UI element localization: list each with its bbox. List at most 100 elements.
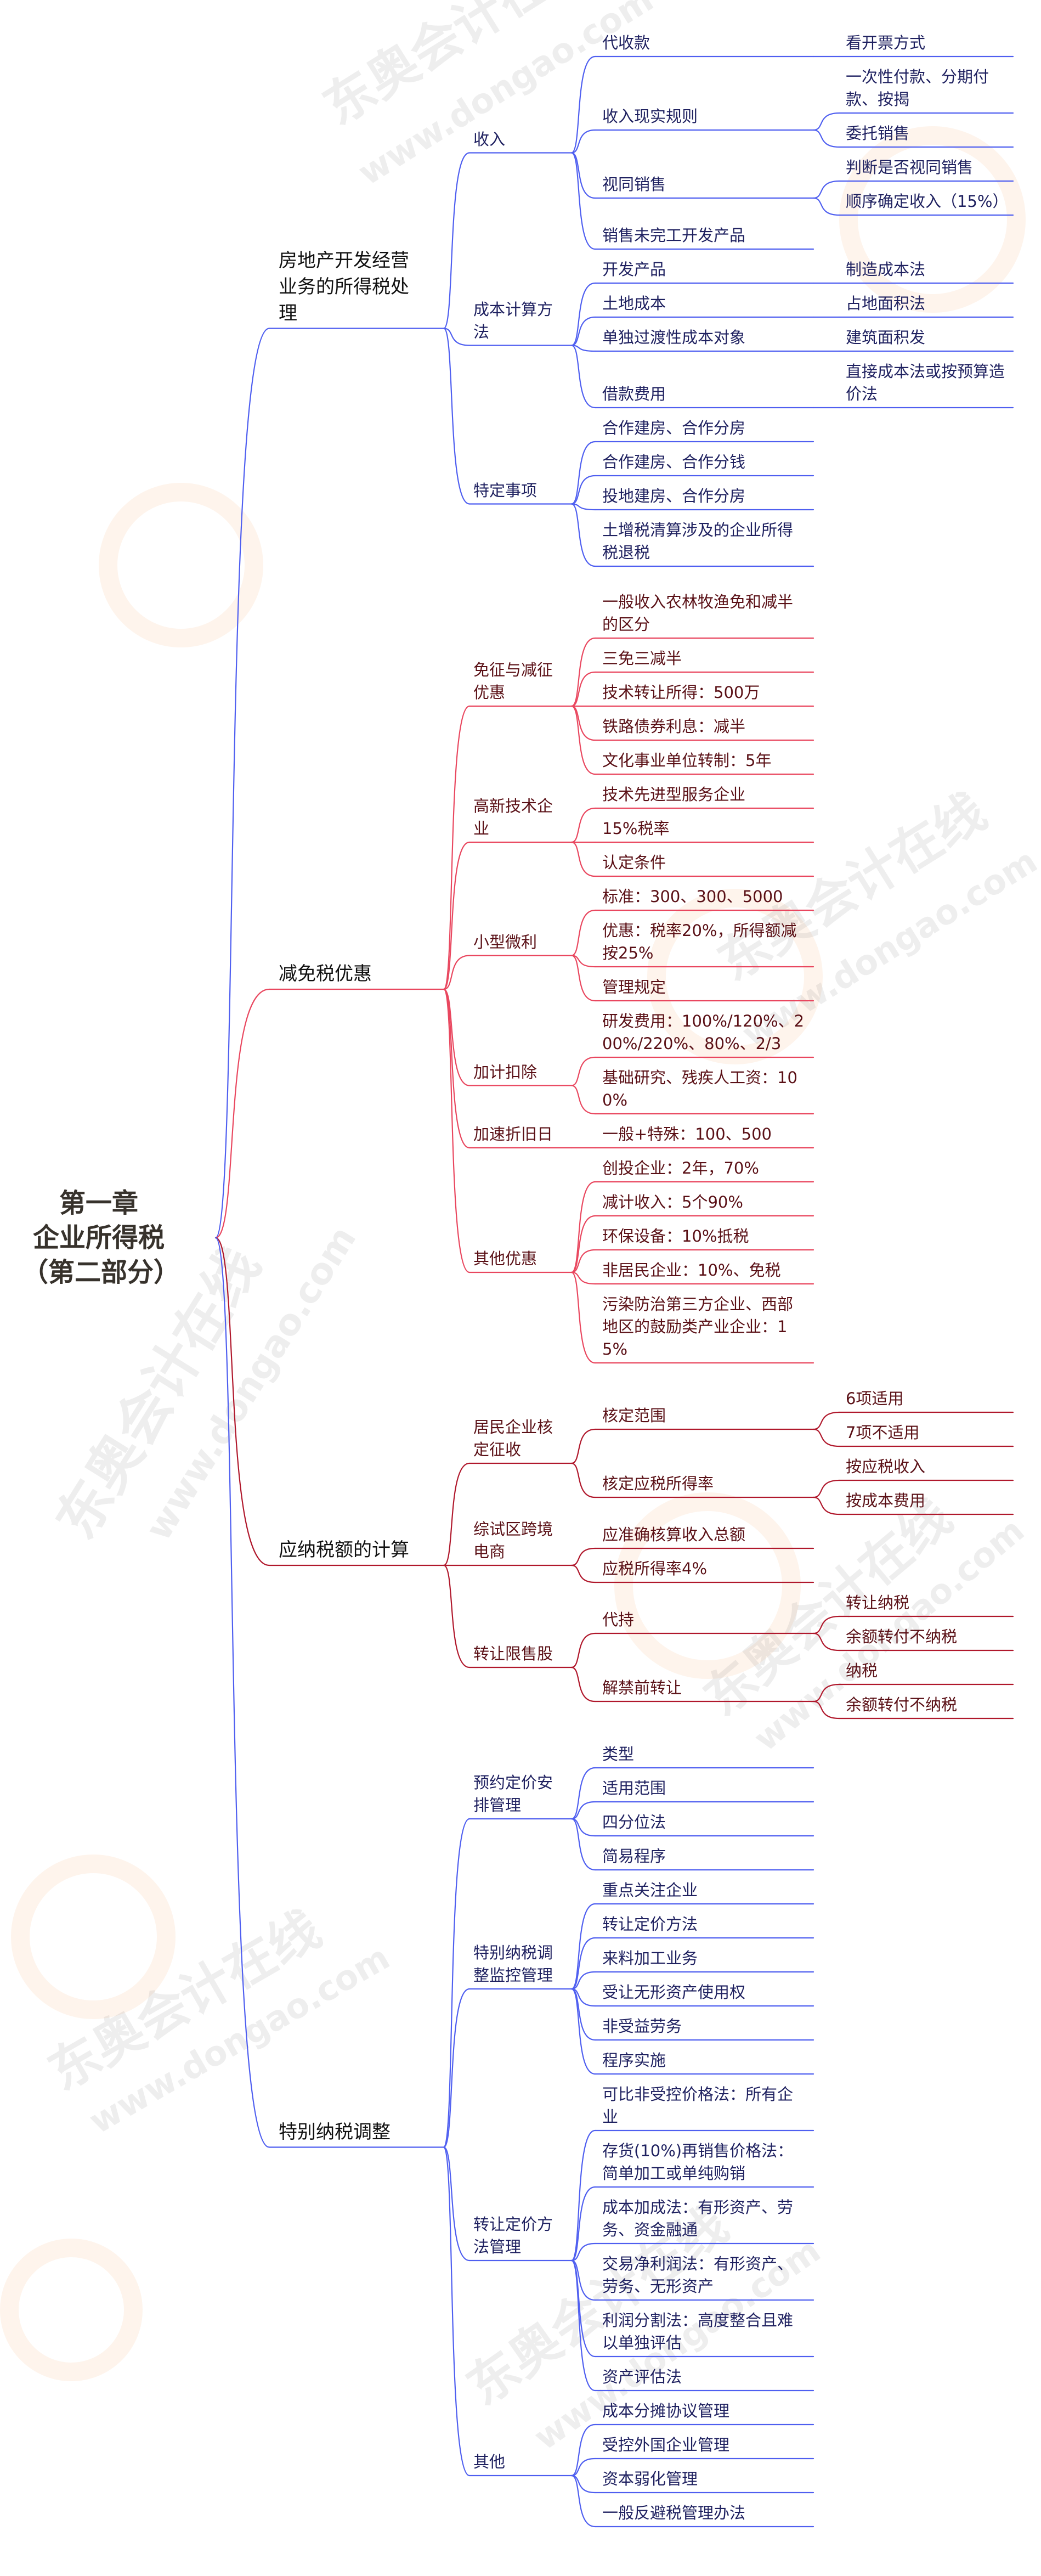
root-connector bbox=[214, 1237, 270, 1566]
leaf-topic: 余额转付不纳税 bbox=[846, 1627, 958, 1646]
detail-topic: 简易程序 bbox=[602, 1847, 666, 1865]
detail-topic: 受让无形资产使用权 bbox=[602, 1983, 746, 2002]
branch-connector bbox=[570, 1937, 596, 1990]
branch-connector bbox=[570, 503, 596, 567]
leaf-topic: 顺序确定收入（15%） bbox=[846, 192, 1009, 211]
branch-connector bbox=[570, 1181, 596, 1273]
branch-connector bbox=[570, 1056, 596, 1086]
branch-connector bbox=[570, 2474, 596, 2494]
branch-connector bbox=[570, 1818, 596, 1837]
branch-connector bbox=[570, 152, 596, 199]
detail-topic: 技术转让所得：500万 bbox=[602, 683, 760, 702]
detail-topic: 15%税率 bbox=[602, 819, 670, 838]
detail-topic: 土地成本 bbox=[602, 294, 666, 313]
branch-connector bbox=[812, 1700, 840, 1720]
branch-connector bbox=[570, 129, 596, 154]
leaf-topic: 余额转付不纳税 bbox=[846, 1695, 958, 1714]
main-topic: 房地产开发经营业务的所得税处理 bbox=[279, 249, 409, 324]
detail-topic: 创投企业：2年，70% bbox=[602, 1159, 759, 1177]
detail-topic: 投地建房、合作分房 bbox=[602, 487, 746, 505]
detail-topic: 研发费用：100%/120%、200%/220%、80%、2/3 bbox=[602, 1012, 805, 1053]
detail-topic: 一般+特殊：100、500 bbox=[602, 1125, 772, 1143]
branch-connector bbox=[812, 1615, 840, 1634]
leaf-topic: 按应税收入 bbox=[846, 1457, 926, 1476]
detail-topic: 环保设备：10%抵税 bbox=[602, 1227, 749, 1245]
branch-connector bbox=[570, 1428, 596, 1464]
detail-topic: 类型 bbox=[602, 1745, 635, 1763]
subtopic: 转让限售股 bbox=[473, 1644, 553, 1663]
root-connector bbox=[214, 1237, 270, 2148]
detail-topic: 非受益劳务 bbox=[602, 2017, 682, 2036]
detail-topic: 认定条件 bbox=[602, 853, 666, 872]
detail-topic: 成本分摊协议管理 bbox=[602, 2402, 730, 2420]
branch-connector bbox=[570, 1564, 596, 1583]
branch-connector bbox=[570, 1249, 596, 1273]
root-title-line: 第一章 bbox=[59, 1187, 138, 1219]
detail-topic: 视同销售 bbox=[602, 175, 666, 194]
detail-topic: 转让定价方法 bbox=[602, 1915, 698, 1934]
root-topic: 第一章 企业所得税 （第二部分） bbox=[22, 1186, 180, 1290]
leaf-topic: 一次性付款、分期付款、按揭 bbox=[846, 67, 989, 109]
detail-topic: 管理规定 bbox=[602, 978, 666, 996]
leaf-topic: 转让纳税 bbox=[846, 1593, 910, 1612]
leaf-topic: 6项适用 bbox=[846, 1389, 904, 1408]
detail-topic: 合作建房、合作分房 bbox=[602, 419, 746, 437]
detail-topic: 开发产品 bbox=[602, 260, 666, 279]
branch-connector bbox=[443, 955, 471, 990]
branch-connector bbox=[570, 1462, 596, 1498]
detail-topic: 收入现实规则 bbox=[602, 107, 698, 126]
detail-topic: 应税所得率4% bbox=[602, 1559, 708, 1578]
branch-connector bbox=[443, 988, 471, 1273]
branch-connector bbox=[570, 282, 596, 346]
detail-topic: 四分位法 bbox=[602, 1813, 666, 1831]
branch-connector bbox=[443, 2146, 471, 2477]
branch-connector bbox=[570, 2457, 596, 2477]
branch-connector bbox=[570, 55, 596, 154]
subtopic: 收入 bbox=[473, 129, 506, 149]
branch-connector bbox=[443, 1462, 471, 1566]
branch-connector bbox=[570, 1971, 596, 1990]
branch-connector bbox=[812, 180, 840, 199]
branch-connector bbox=[570, 1988, 596, 2007]
detail-topic: 代持 bbox=[602, 1610, 635, 1629]
leaf-topic: 制造成本法 bbox=[846, 260, 926, 279]
branch-connector bbox=[570, 1271, 596, 1285]
branch-connector bbox=[570, 1988, 596, 2075]
branch-connector bbox=[570, 1085, 596, 1115]
subtopic: 转让定价方法管理 bbox=[473, 2215, 553, 2256]
branch-connector bbox=[570, 1903, 596, 1990]
branch-connector bbox=[570, 1271, 596, 1364]
detail-topic: 文化事业单位转制：5年 bbox=[602, 751, 772, 770]
branch-connector bbox=[443, 328, 471, 505]
subtopic: 特定事项 bbox=[473, 481, 538, 500]
leaf-topic: 按成本费用 bbox=[846, 1491, 926, 1510]
branch-connector bbox=[570, 1818, 596, 1871]
branch-connector bbox=[570, 316, 596, 346]
branch-connector bbox=[570, 1988, 596, 2041]
detail-topic: 资本弱化管理 bbox=[602, 2470, 698, 2488]
detail-topic: 铁路债券利息：减半 bbox=[602, 717, 746, 736]
root-title-line: 企业所得税 bbox=[32, 1222, 165, 1253]
branch-connector bbox=[570, 705, 596, 775]
branch-connector bbox=[570, 503, 596, 511]
detail-topic: 标准：300、300、5000 bbox=[602, 887, 783, 906]
branch-connector bbox=[443, 328, 471, 346]
branch-connector bbox=[570, 807, 596, 843]
detail-topic: 可比非受控价格法：所有企业 bbox=[602, 2085, 794, 2126]
detail-topic: 交易净利润法：有形资产、劳务、无形资产 bbox=[602, 2254, 794, 2296]
detail-topic: 存货(10%)再销售价格法：简单加工或单纯购销 bbox=[602, 2141, 794, 2183]
detail-topic: 核定范围 bbox=[602, 1406, 666, 1425]
subtopic: 高新技术企业 bbox=[473, 797, 553, 838]
detail-topic: 代收款 bbox=[602, 33, 650, 52]
detail-topic: 污染防治第三方企业、西部地区的鼓励类产业企业：15% bbox=[602, 1295, 794, 1359]
branch-connector bbox=[570, 2474, 596, 2528]
branch-connector bbox=[812, 1479, 840, 1498]
branch-connector bbox=[570, 2129, 596, 2262]
detail-topic: 一般收入农林牧渔免和减半的区分 bbox=[602, 593, 794, 634]
branch-connector bbox=[443, 1818, 471, 2148]
branch-connector bbox=[812, 197, 840, 216]
subtopic: 综试区跨境电商 bbox=[473, 1520, 553, 1561]
leaf-topic: 占地面积法 bbox=[846, 294, 926, 313]
branch-connector bbox=[570, 152, 596, 250]
branch-connector bbox=[570, 1767, 596, 1820]
